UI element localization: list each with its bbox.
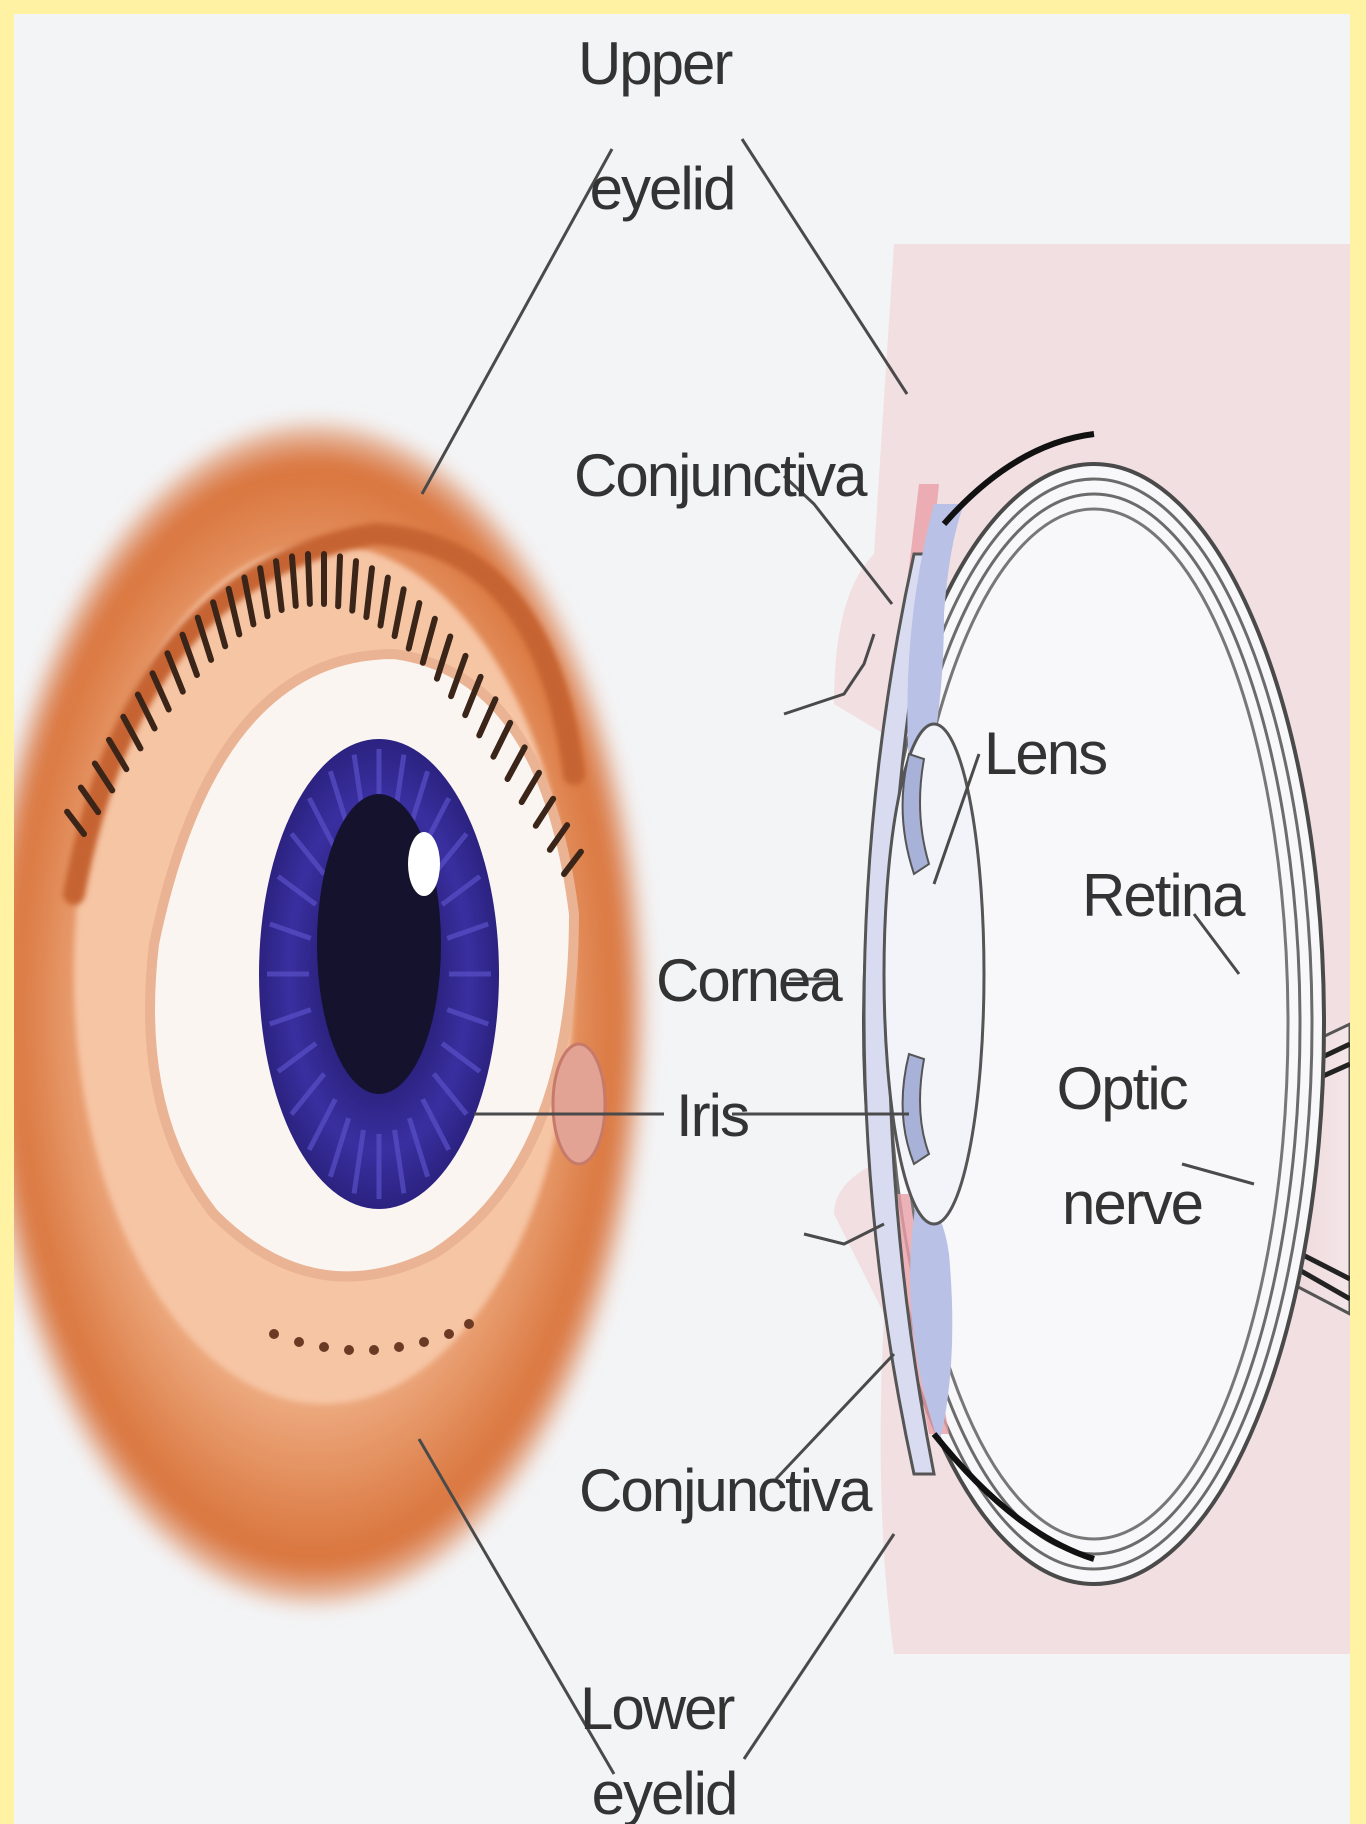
eyelash (77, 784, 102, 816)
eyelash (257, 565, 271, 620)
eyelash (120, 713, 144, 752)
iris-striation (440, 874, 482, 907)
leader-lower-eyelid-front (417, 1438, 616, 1775)
iris-striation (446, 1007, 490, 1027)
leader-upper-eyelid-section (740, 138, 909, 395)
iris-striation (431, 1072, 469, 1116)
eyelash (546, 822, 571, 853)
iris-striation (446, 921, 490, 941)
eyelash (288, 553, 299, 609)
eyelash (433, 633, 454, 682)
leader-lower-eyelid-section (742, 1533, 896, 1760)
upper-eyelashes (64, 551, 584, 877)
label-conjunctiva-top: Conjunctiva (574, 442, 868, 509)
eyelash (134, 691, 158, 732)
iris-striation (420, 1097, 452, 1152)
eyelash (194, 614, 215, 663)
leader-upper-eyelid-front (420, 148, 614, 495)
eyelash (363, 565, 375, 621)
label-retina: Retina (1082, 862, 1246, 929)
eyelash (179, 631, 200, 678)
iris-striation (306, 796, 338, 851)
eye-highlight (408, 832, 440, 896)
iris-striation (406, 1117, 430, 1178)
iris-striation (268, 921, 312, 941)
eyelash (149, 670, 172, 713)
leader-conjunctiva-bottom (774, 1222, 896, 1481)
eyelash (518, 769, 543, 806)
iris-section-lower (901, 1052, 931, 1166)
label-cornea: Cornea (656, 947, 843, 1014)
leader-conjunctiva-top (782, 474, 894, 716)
iris-striation (289, 1072, 327, 1116)
label-lower-eyelid: Lower eyelid (580, 1675, 748, 1824)
eyelash (377, 574, 391, 629)
eyelash (419, 615, 438, 666)
eyelash (448, 652, 469, 700)
eyelash (105, 736, 130, 773)
label-iris: Iris (676, 1082, 748, 1149)
eyelash (405, 600, 423, 652)
iris-striation (276, 1041, 318, 1074)
iris-striation (268, 1007, 312, 1027)
lens-shape (882, 722, 986, 1226)
eyelash (490, 719, 514, 760)
iris-striation (306, 1097, 338, 1152)
upper-lid-crease (63, 522, 585, 905)
eyelash (462, 673, 484, 719)
leader-lens (932, 753, 981, 885)
leader-retina (1192, 913, 1241, 975)
caruncle (551, 1042, 607, 1166)
eyelash (210, 599, 229, 650)
iris-striation (276, 874, 318, 907)
choroid-edge-upper (941, 431, 1095, 526)
eyelash (335, 553, 344, 610)
iris-striation (392, 1129, 407, 1194)
label-lens: Lens (984, 720, 1106, 787)
iris-striation (440, 1041, 482, 1074)
label-conjunctiva-bottom: Conjunctiva (579, 1457, 873, 1524)
eyelash (349, 558, 360, 614)
label-optic-nerve: Optic nerve (1057, 1055, 1202, 1237)
eyelash (91, 760, 116, 794)
diagram-frame: Upper eyelid Conjunctiva Lens Retina Cor… (14, 14, 1350, 1824)
leader-lines (417, 138, 1255, 1775)
eyelash (241, 574, 257, 628)
choroid-edge-lower (931, 1432, 1095, 1562)
eyelash (561, 848, 584, 877)
ciliary-body-lower (910, 1184, 953, 1444)
eyelash (476, 696, 499, 739)
iris-striation (289, 832, 327, 876)
eyelash (64, 808, 87, 837)
iris-striation (328, 1117, 352, 1178)
eye-anatomy-diagram: Upper eyelid Conjunctiva Lens Retina Cor… (14, 30, 1350, 1824)
eyelash (273, 558, 285, 614)
label-upper-eyelid: Upper eyelid (578, 30, 746, 222)
eyelash (225, 585, 243, 638)
eyelash (391, 586, 407, 640)
eyelash (164, 650, 186, 695)
cross-section-eye (834, 244, 1350, 1654)
labels: Upper eyelid Conjunctiva Lens Retina Cor… (574, 30, 1248, 1824)
eyelash (532, 795, 557, 829)
eyelash (304, 551, 313, 607)
iris-section-upper (901, 752, 931, 876)
iris-striation (351, 1129, 366, 1194)
leader-optic-nerve (1181, 1162, 1255, 1186)
eyelash (504, 744, 528, 782)
lower-eyelashes (269, 1319, 474, 1355)
front-view-eye (14, 424, 644, 1604)
